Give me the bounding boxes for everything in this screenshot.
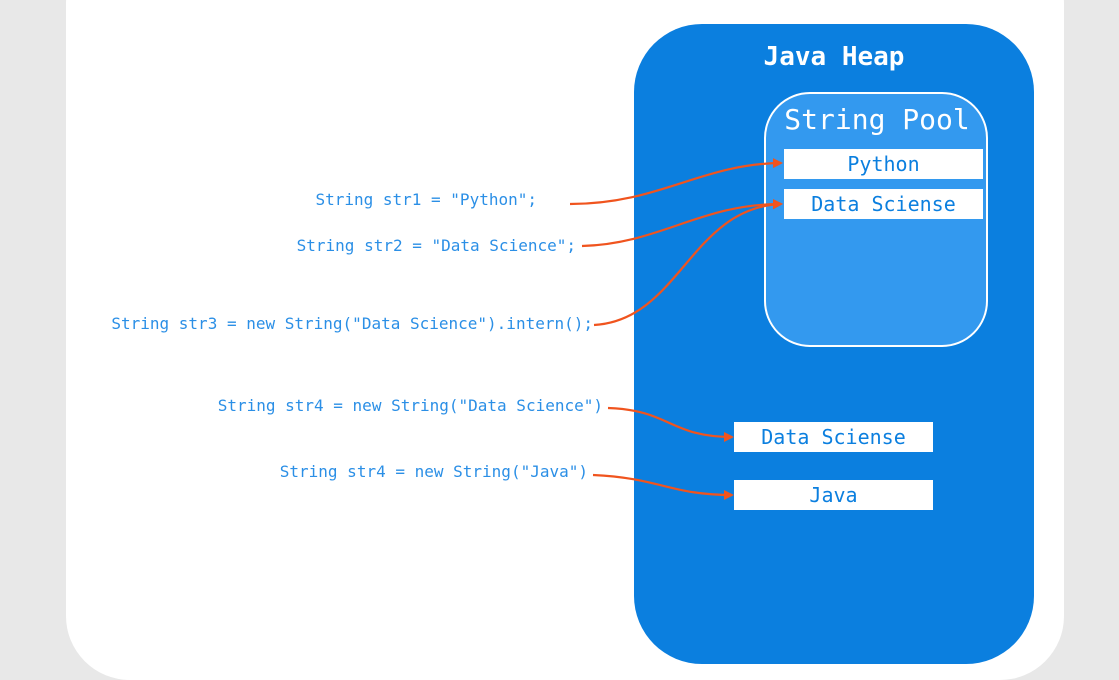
heap-box-java: Java xyxy=(734,480,933,510)
pool-box-data-science: Data Sciense xyxy=(784,189,983,219)
string-pool-region xyxy=(764,92,988,347)
code-line-str1: String str1 = "Python"; xyxy=(315,190,537,209)
heap-box-data-science: Data Sciense xyxy=(734,422,933,452)
arrow-str2-to-data-science xyxy=(581,199,783,248)
arrow-str4-to-heap-java xyxy=(592,473,734,500)
reference-arrows xyxy=(569,158,783,500)
string-pool-title: String Pool xyxy=(784,103,970,136)
code-line-str3: String str3 = new String("Data Science")… xyxy=(111,314,593,333)
arrow-str3-to-data-science xyxy=(593,199,783,327)
java-heap-title: Java Heap xyxy=(763,42,905,72)
arrow-str1-to-python xyxy=(569,158,783,206)
code-line-str2: String str2 = "Data Science"; xyxy=(296,236,576,255)
pool-box-python: Python xyxy=(784,149,983,179)
code-line-str4-java: String str4 = new String("Java") xyxy=(279,462,588,481)
arrow-str4-to-heap-data-science xyxy=(607,406,734,442)
code-line-str4-data-science: String str4 = new String("Data Science") xyxy=(217,396,603,415)
